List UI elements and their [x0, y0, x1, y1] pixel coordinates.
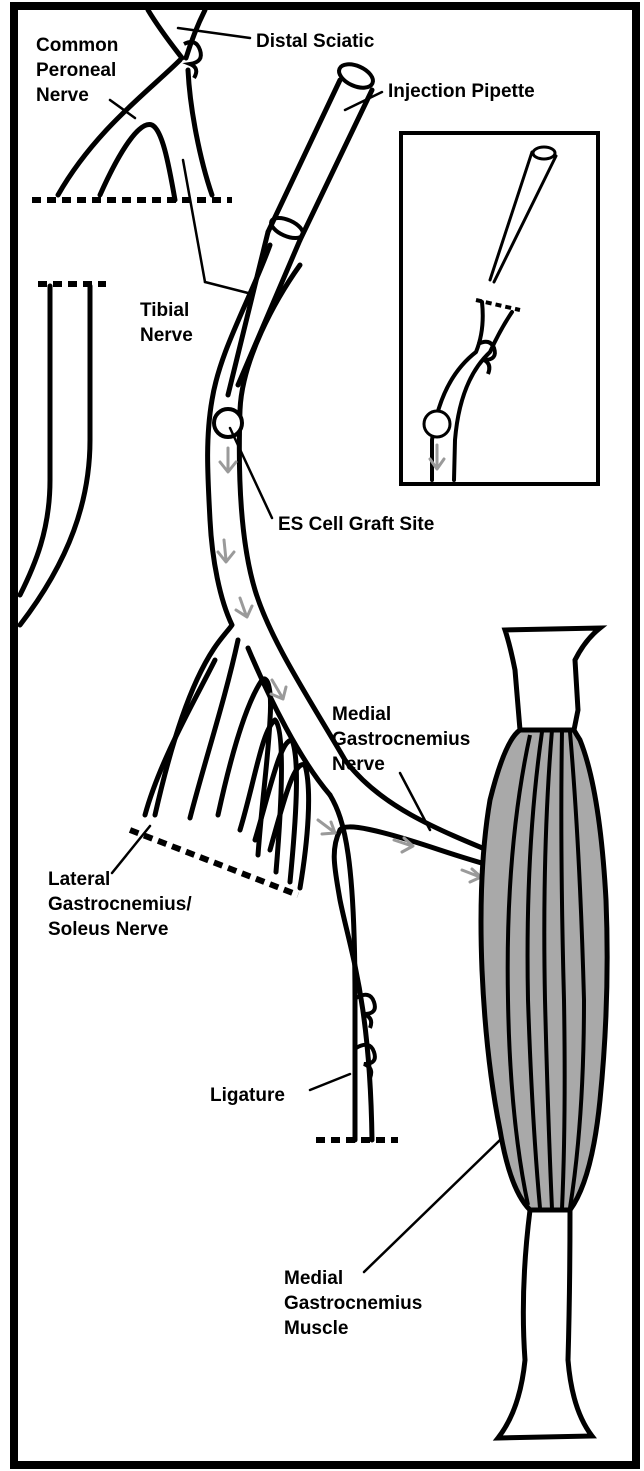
label-injection-pipette: Injection Pipette	[388, 81, 535, 102]
label-medial-nerve-3: Nerve	[332, 754, 385, 775]
label-common-peroneal-3: Nerve	[36, 85, 89, 106]
label-muscle-1: Medial	[284, 1268, 343, 1289]
graft-site-marker	[214, 409, 242, 437]
inset-panel	[401, 133, 598, 484]
gastrocnemius-muscle	[481, 628, 607, 1438]
label-common-peroneal-2: Peroneal	[36, 60, 116, 81]
label-lateral-2: Gastrocnemius/	[48, 894, 192, 915]
injection-pipette	[228, 60, 377, 395]
label-muscle-2: Gastrocnemius	[284, 1293, 422, 1314]
label-muscle-3: Muscle	[284, 1318, 348, 1339]
label-tibial-1: Tibial	[140, 300, 189, 321]
label-lateral-1: Lateral	[48, 869, 110, 890]
label-distal-sciatic: Distal Sciatic	[256, 31, 375, 52]
label-common-peroneal-1: Common	[36, 35, 118, 56]
label-ligature: Ligature	[210, 1085, 285, 1106]
label-medial-nerve-1: Medial	[332, 704, 391, 725]
peroneal-lower-group	[20, 284, 106, 625]
label-graft-site: ES Cell Graft Site	[278, 514, 434, 535]
label-tibial-2: Nerve	[140, 325, 193, 346]
label-medial-nerve-2: Gastrocnemius	[332, 729, 470, 750]
label-lateral-3: Soleus Nerve	[48, 919, 168, 940]
